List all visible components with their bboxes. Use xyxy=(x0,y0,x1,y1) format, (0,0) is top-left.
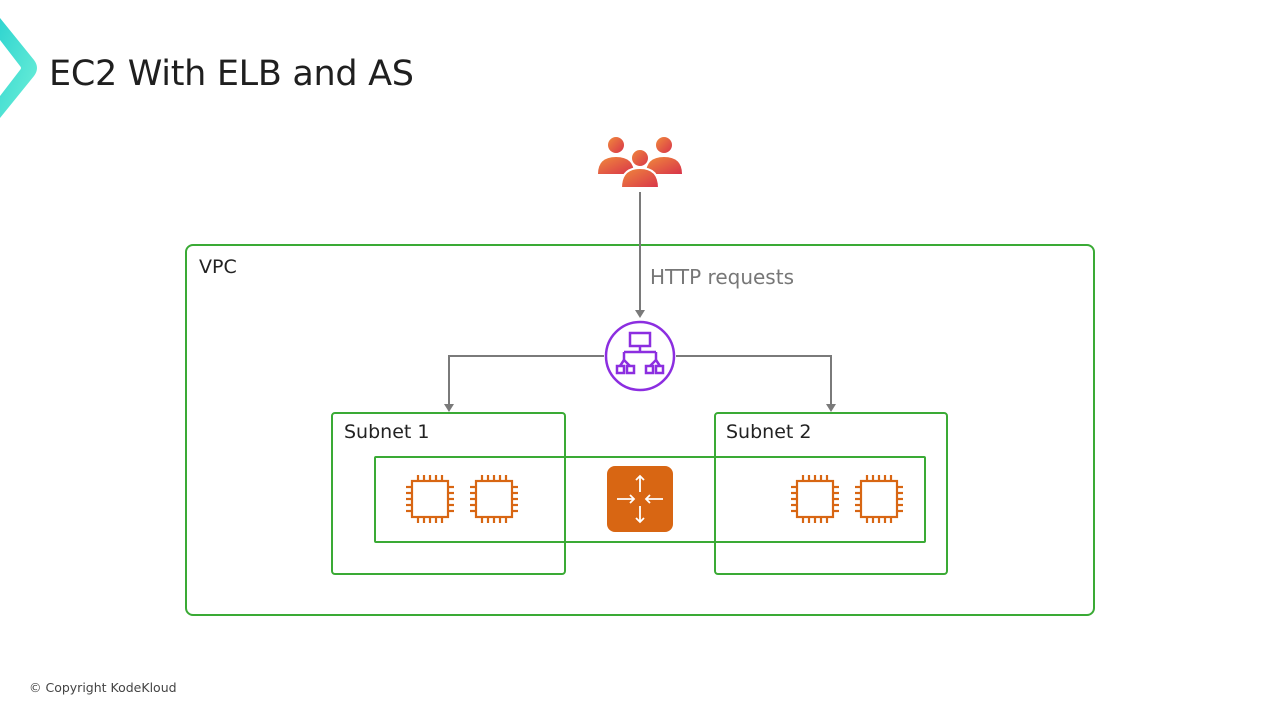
elb-to-subnet-1-arrow xyxy=(448,355,604,404)
connector-arrows xyxy=(448,192,832,404)
elb-to-subnet-2-arrow xyxy=(676,355,832,404)
slide-title: EC2 With ELB and AS xyxy=(49,54,414,94)
ec2-instance-icon xyxy=(855,475,903,523)
http-requests-label: HTTP requests xyxy=(650,265,794,289)
elastic-load-balancer-icon xyxy=(604,320,676,392)
subnet-2-container xyxy=(714,412,948,575)
auto-scaling-icon xyxy=(607,466,673,532)
vpc-label: VPC xyxy=(199,256,237,278)
ec2-instances xyxy=(406,475,903,523)
arrow-heads xyxy=(444,310,836,412)
auto-scaling-group-container xyxy=(374,456,926,543)
copyright-footer: © Copyright KodeKloud xyxy=(29,680,177,695)
ec2-instance-icon xyxy=(470,475,518,523)
ec2-instance-icon xyxy=(406,475,454,523)
subnet-2-label: Subnet 2 xyxy=(726,421,812,443)
users-group-icon xyxy=(598,137,682,189)
subnet-1-container xyxy=(331,412,566,575)
subnet-1-label: Subnet 1 xyxy=(344,421,430,443)
ec2-instance-icon xyxy=(791,475,839,523)
kodekloud-logo-icon xyxy=(0,18,37,118)
